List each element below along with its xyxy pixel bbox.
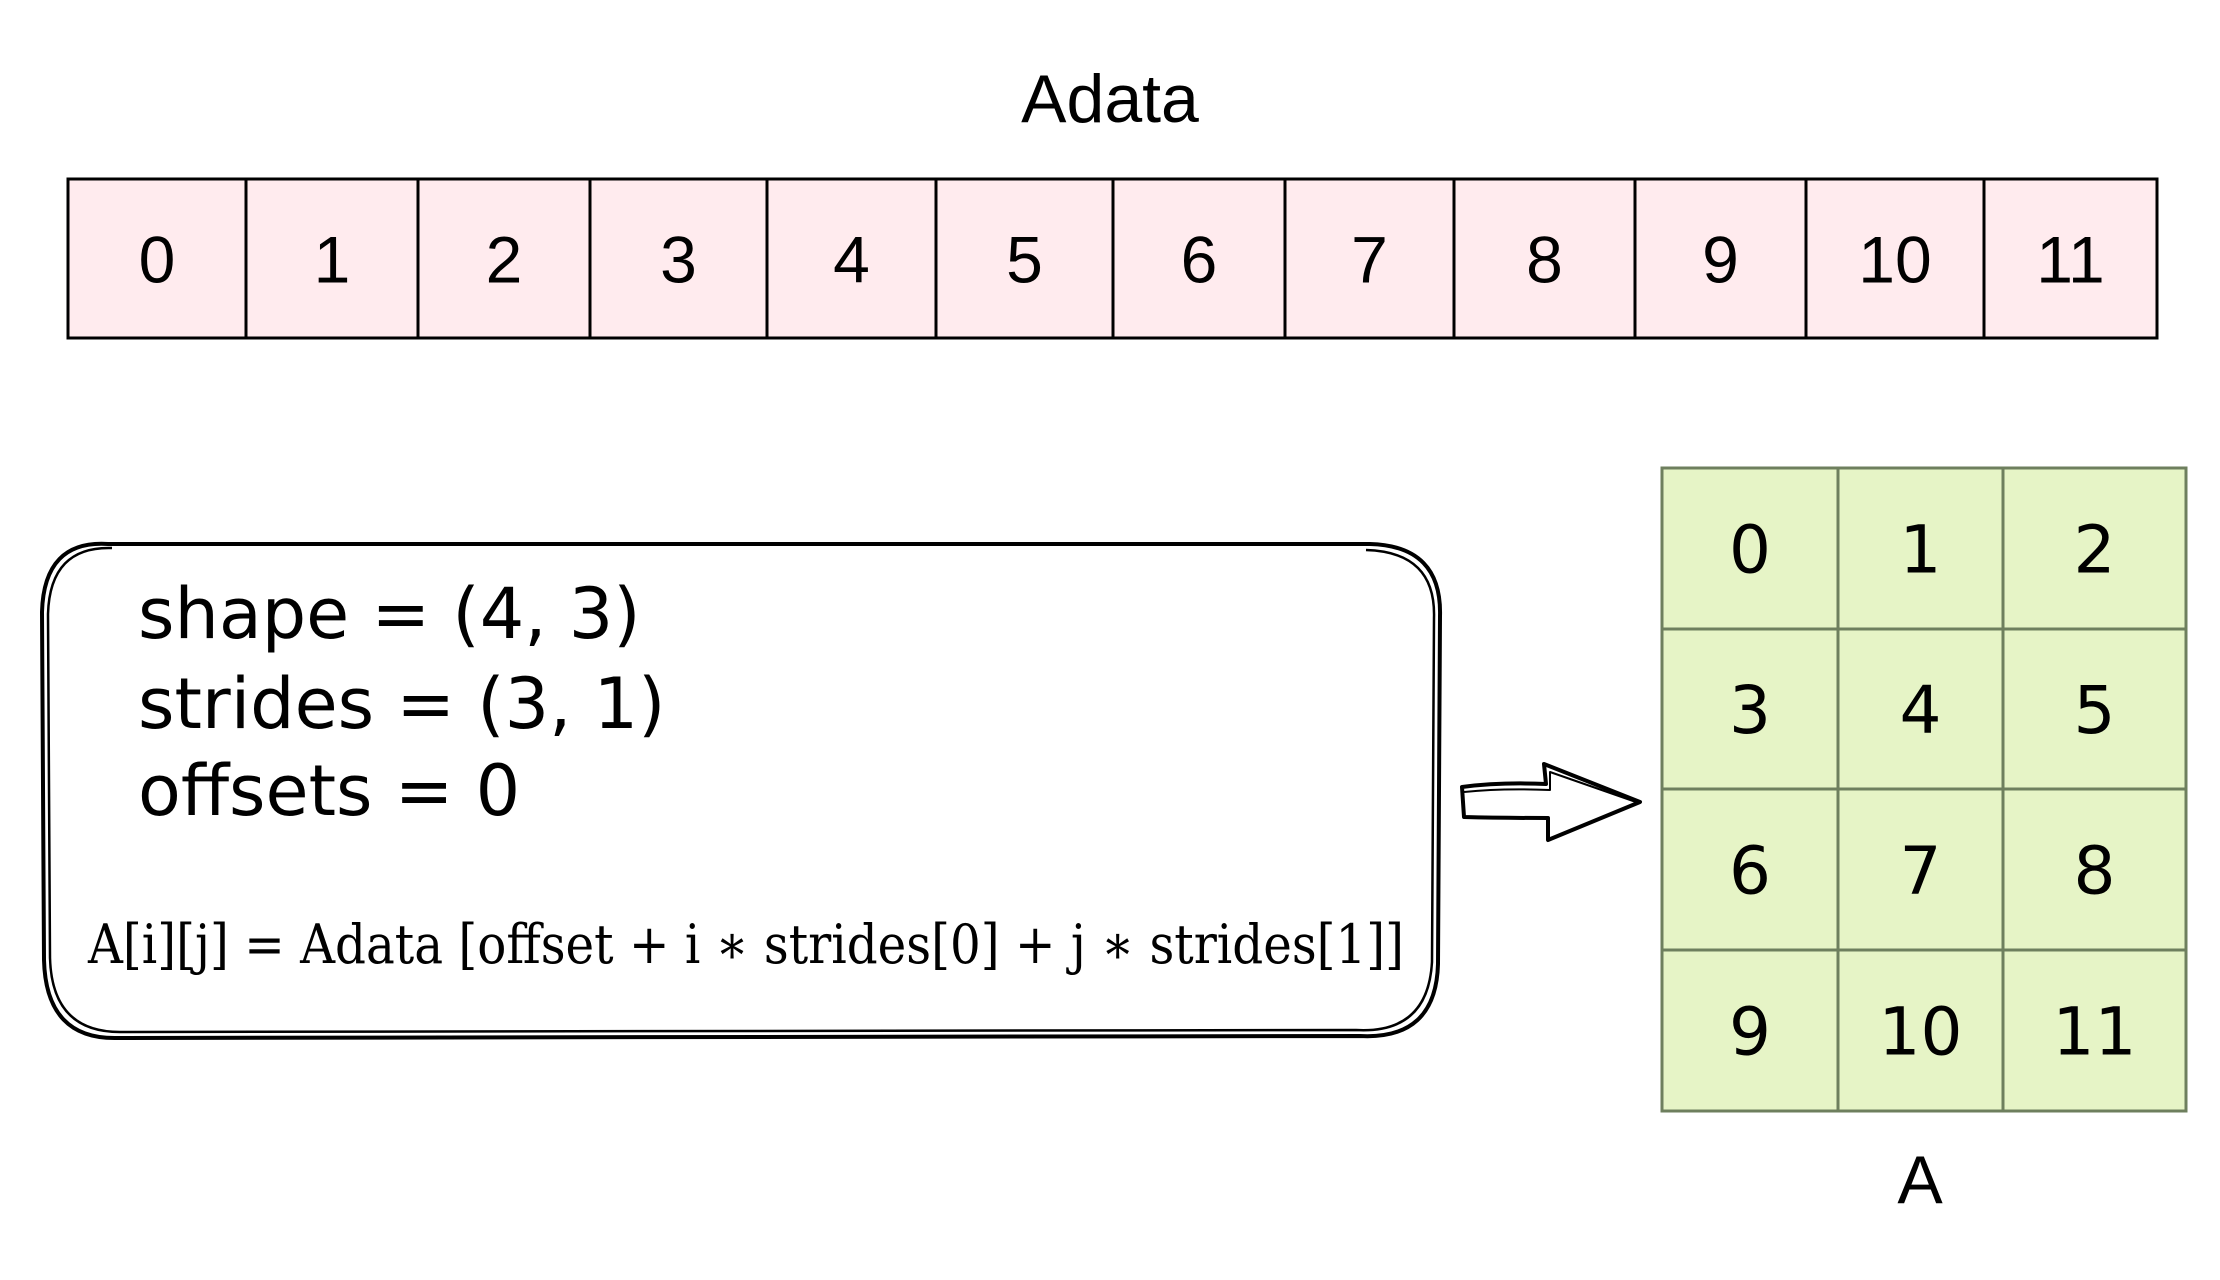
matrix-cell-value: 5 [2074,672,2116,749]
matrix-cell [1660,948,1840,1113]
adata-cell-value: 5 [1006,223,1043,297]
matrix-cell [1836,466,2005,631]
adata-cell-value: 8 [1526,223,1563,297]
adata-cell-value: 6 [1181,223,1218,297]
adata-cell [66,177,248,340]
matrix-cell-value: 1 [1900,512,1942,589]
adata-cell [1283,177,1456,340]
adata-cell-value: 9 [1702,223,1739,297]
adata-cell [1982,177,2159,340]
matrix-cell-value: 3 [1729,672,1771,749]
adata-cell-value: 10 [1858,223,1931,297]
adata-cell-value: 4 [833,223,870,297]
adata-cell-value: 1 [314,223,351,297]
adata-cell [765,177,938,340]
matrix-cell [1660,627,1840,791]
adata-cell-value: 0 [139,223,176,297]
strides-line: strides = (3, 1) [138,663,665,745]
adata-cell-value: 7 [1351,223,1388,297]
info-box: shape = (4, 3) strides = (3, 1) offsets … [40,541,1443,1041]
adata-cell [934,177,1115,340]
matrix-cell [1836,787,2005,952]
adata-cell-value: 11 [2036,223,2105,297]
offsets-line: offsets = 0 [138,750,520,832]
matrix-cell [2001,627,2188,791]
matrix-cell-value: 7 [1900,833,1942,910]
matrix-cell [2001,948,2188,1113]
matrix-cell-value: 9 [1729,994,1771,1071]
adata-cell [1633,177,1808,340]
matrix-cell [1836,627,2005,791]
matrix-cell-value: 4 [1900,672,1942,749]
matrix-a: 0 1 2 3 4 5 6 7 8 9 10 11 [1660,466,2188,1113]
adata-title: Adata [1021,61,1199,137]
adata-cell-value: 2 [486,223,523,297]
matrix-cell-value: 11 [2053,994,2137,1071]
adata-cell [1111,177,1287,340]
adata-cell [1452,177,1637,340]
matrix-cell-value: 0 [1729,512,1771,589]
matrix-cell [1836,948,2005,1113]
arrow-icon [1460,762,1642,842]
index-formula: A[i][j] = Adata [offset + i ∗ strides[0]… [87,913,1404,976]
matrix-cell [2001,787,2188,952]
matrix-cell-value: 6 [1729,833,1771,910]
matrix-cell [1660,787,1840,952]
matrix-label: A [1897,1142,1943,1218]
matrix-cell-value: 2 [2074,512,2116,589]
adata-cell [416,177,592,340]
matrix-cell-value: 10 [1879,994,1963,1071]
adata-cell-value: 3 [660,223,697,297]
adata-cell [244,177,420,340]
shape-line: shape = (4, 3) [138,573,641,655]
matrix-cell-value: 8 [2074,833,2116,910]
adata-array: 0 1 2 3 4 5 6 7 8 9 10 11 [66,177,2159,340]
